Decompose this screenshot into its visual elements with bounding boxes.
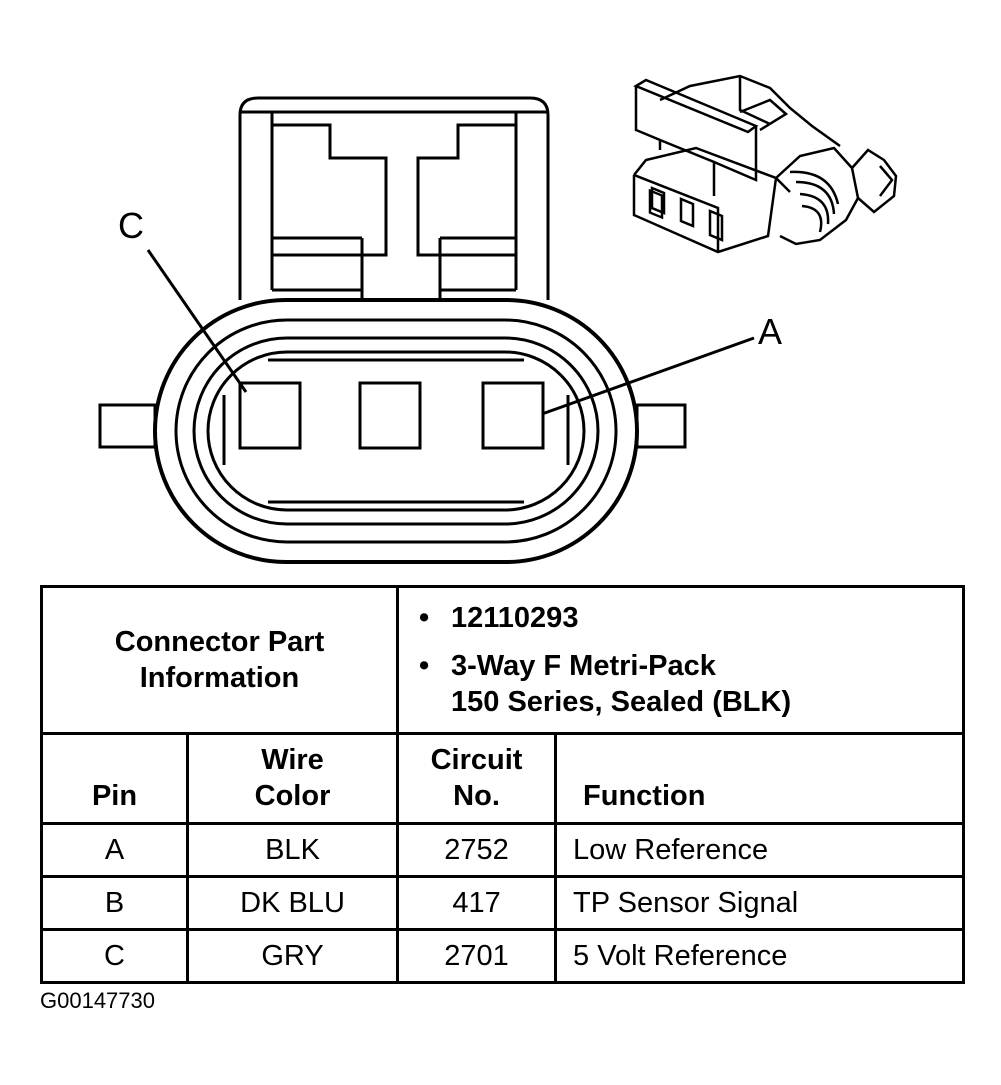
table-row: C GRY 2701 5 Volt Reference [40,928,966,984]
cell-pin: A [40,822,189,878]
cell-pin: B [40,875,189,931]
cell-circuit: 417 [396,875,558,931]
pin-cavity-c [238,381,302,450]
connector-diagram [98,74,898,564]
header-function: Function [554,732,966,825]
cell-function: 5 Volt Reference [554,928,966,984]
header-circuit-line2: No. [453,780,500,812]
pin-cavities [238,381,545,450]
callout-label-a: A [758,311,783,352]
header-wire-color: Wire Color [185,732,400,825]
connector-iso-view [632,74,898,254]
connector-part-label: Connector Part Information [39,585,400,735]
connector-part-description-line1: 3-Way F Metri-Pack [451,650,716,682]
cell-wire-color: BLK [185,822,400,878]
header-circuit-line1: Circuit [430,744,523,776]
table-row: A BLK 2752 Low Reference [40,822,966,878]
header-wire-color-line1: Wire [261,744,324,776]
connector-body [98,298,687,564]
connector-part-description-line2: 150 Series, Sealed (BLK) [451,686,792,718]
connector-part-number-text: 12110293 [451,602,579,634]
header-circuit-no: Circuit No. [396,732,558,825]
leader-line-a [541,336,755,416]
connector-part-details: • 12110293 • 3-Way F Metri-Pack 150 Seri… [396,585,966,735]
connector-part-label-line1: Connector Part [114,626,325,658]
connector-part-list: • 12110293 • 3-Way F Metri-Pack 150 Seri… [399,600,962,720]
connector-latch [238,96,550,300]
cell-circuit: 2701 [396,928,558,984]
figure-id: G00147730 [40,988,155,1013]
pin-cavity-b [358,381,422,450]
bullet-icon: • [419,650,430,682]
bullet-icon: • [419,602,430,634]
connector-part-description: • 3-Way F Metri-Pack 150 Series, Sealed … [419,648,962,720]
cell-circuit: 2752 [396,822,558,878]
connector-part-row: Connector Part Information • 12110293 • … [39,585,966,735]
leader-line-c [146,249,248,393]
cell-wire-color: GRY [185,928,400,984]
table-row: B DK BLU 417 TP Sensor Signal [40,875,966,931]
connector-part-number: • 12110293 [419,600,962,636]
cell-pin: C [40,928,189,984]
cell-wire-color: DK BLU [185,875,400,931]
connector-info-table: Connector Part Information • 12110293 • … [39,585,966,984]
cell-function: TP Sensor Signal [554,875,966,931]
right-tab [635,403,687,449]
callout-label-c: C [118,205,144,246]
header-wire-color-line2: Color [254,780,331,812]
cell-function: Low Reference [554,822,966,878]
table-header-row: Pin Wire Color Circuit No. Function [40,732,966,825]
connector-part-label-line2: Information [139,662,300,694]
header-pin-label: Pin [91,780,138,812]
header-pin: Pin [40,732,189,825]
left-tab [98,403,157,449]
pin-cavity-a [481,381,545,450]
header-function-label: Function [583,780,706,812]
